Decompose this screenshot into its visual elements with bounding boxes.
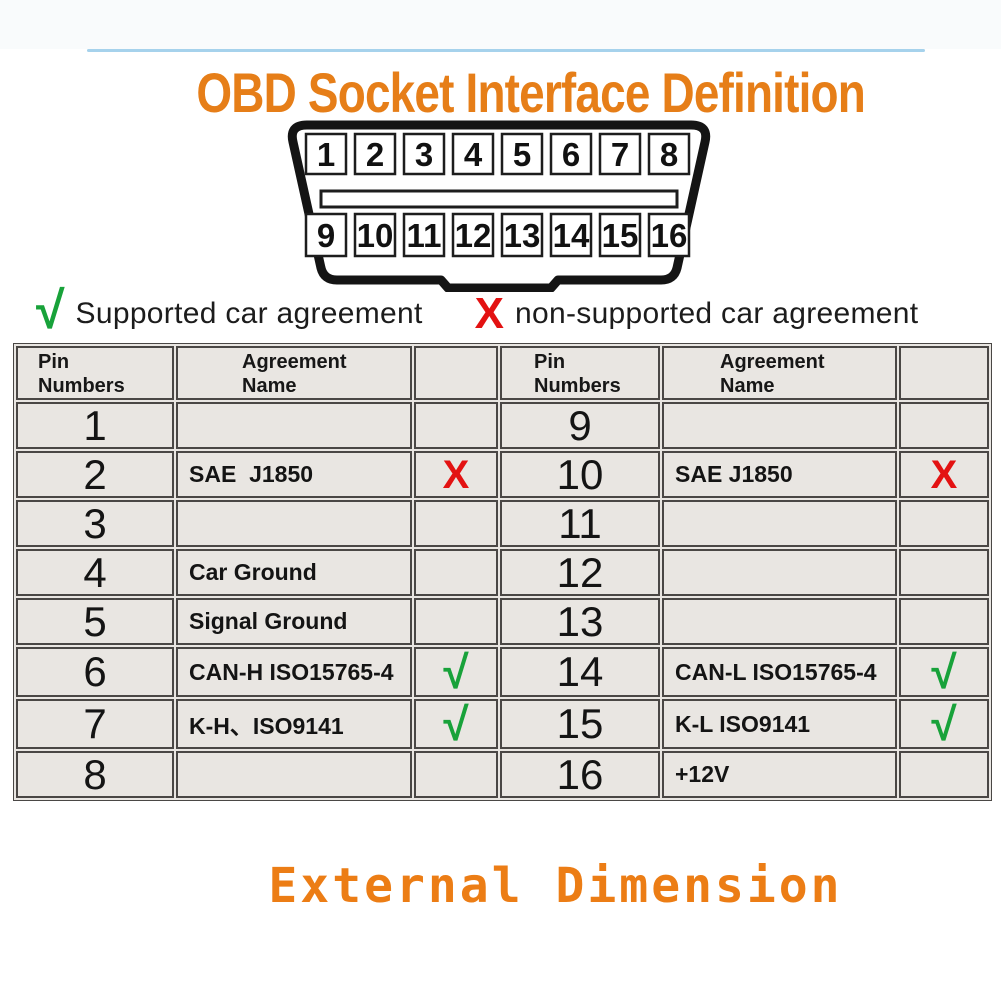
status-cell [414, 500, 498, 547]
agreement-cell: SAE J1850 [662, 451, 897, 498]
table-row: 1 9 [16, 402, 989, 449]
pin-cell: 10 [500, 451, 660, 498]
pin-cell: 1 [16, 402, 174, 449]
top-divider-line [87, 49, 925, 52]
status-cell [899, 402, 989, 449]
pin-label: 6 [562, 136, 580, 173]
agreement-cell: CAN-L ISO15765-4 [662, 647, 897, 697]
pin-label: 15 [602, 217, 639, 254]
pin-row-bottom: 9 10 11 12 13 14 15 16 [304, 212, 691, 258]
table-row: 8 16 +12V [16, 751, 989, 798]
status-cell [899, 549, 989, 596]
pin-cell: 11 [500, 500, 660, 547]
agreement-cell [662, 500, 897, 547]
x-icon: X [474, 289, 505, 338]
pin-cell: 7 [16, 699, 174, 749]
status-cell [414, 751, 498, 798]
table-row: 3 11 [16, 500, 989, 547]
agreement-cell [176, 751, 412, 798]
pin-label: 13 [504, 217, 541, 254]
pin-label: 1 [317, 136, 335, 173]
check-icon: √ [36, 282, 65, 340]
status-cell: X [899, 451, 989, 498]
page-title: OBD Socket Interface Definition [0, 60, 1001, 125]
status-cell [414, 402, 498, 449]
pin-cell: 13 [500, 598, 660, 645]
section-title-external-dimension: External Dimension [0, 858, 1001, 914]
status-cell: X [414, 451, 498, 498]
pin-label: 8 [660, 136, 678, 173]
pin-label: 5 [513, 136, 531, 173]
agreement-cell: Car Ground [176, 549, 412, 596]
agreement-cell [662, 402, 897, 449]
agreement-cell: SAE J1850 [176, 451, 412, 498]
pin-label: 12 [455, 217, 492, 254]
pin-label: 14 [553, 217, 590, 254]
legend-unsupported: X non-supported car agreement [475, 292, 919, 336]
pin-label: 11 [407, 217, 442, 254]
pin-label: 9 [317, 217, 335, 254]
status-cell [899, 598, 989, 645]
pin-cell: 2 [16, 451, 174, 498]
obd-connector-svg: 1 2 3 4 5 6 7 8 9 10 11 12 13 14 15 16 [287, 120, 711, 293]
table-row: 2 SAE J1850 X 10 SAE J1850 X [16, 451, 989, 498]
agreement-cell: K-H、ISO9141 [176, 699, 412, 749]
agreement-cell: CAN-H ISO15765-4 [176, 647, 412, 697]
pin-cell: 14 [500, 647, 660, 697]
connector-slot [319, 189, 679, 209]
pin-cell: 8 [16, 751, 174, 798]
legend-supported: √ Supported car agreement [36, 285, 423, 337]
agreement-cell [662, 598, 897, 645]
status-cell [414, 598, 498, 645]
pin-label: 7 [611, 136, 629, 173]
section-title-text: External Dimension [268, 858, 843, 914]
pin-cell: 6 [16, 647, 174, 697]
table-row: 4 Car Ground 12 [16, 549, 989, 596]
table-row: 7 K-H、ISO9141 √ 15 K-L ISO9141 √ [16, 699, 989, 749]
pin-row-top: 1 2 3 4 5 6 7 8 [304, 132, 691, 176]
pin-label: 16 [651, 217, 688, 254]
agreement-cell [176, 402, 412, 449]
pin-label: 2 [366, 136, 384, 173]
pin-label: 3 [415, 136, 433, 173]
pin-cell: 5 [16, 598, 174, 645]
pin-cell: 4 [16, 549, 174, 596]
legend-unsupported-label: non-supported car agreement [515, 297, 919, 330]
status-cell [899, 500, 989, 547]
status-cell [899, 751, 989, 798]
page-title-text: OBD Socket Interface Definition [196, 61, 865, 124]
agreement-cell: K-L ISO9141 [662, 699, 897, 749]
status-cell: √ [899, 647, 989, 697]
table-row: 5 Signal Ground 13 [16, 598, 989, 645]
legend: √ Supported car agreement X non-supporte… [36, 285, 996, 338]
legend-supported-label: Supported car agreement [75, 297, 423, 330]
agreement-cell [176, 500, 412, 547]
status-cell: √ [414, 647, 498, 697]
header-status-left [414, 346, 498, 400]
status-cell: √ [899, 699, 989, 749]
pin-label: 4 [464, 136, 483, 173]
top-band [0, 0, 1001, 49]
agreement-cell: Signal Ground [176, 598, 412, 645]
header-status-right [899, 346, 989, 400]
pin-cell: 16 [500, 751, 660, 798]
agreement-cell: +12V [662, 751, 897, 798]
pin-cell: 9 [500, 402, 660, 449]
agreement-cell [662, 549, 897, 596]
pin-cell: 15 [500, 699, 660, 749]
table-row: 6 CAN-H ISO15765-4 √ 14 CAN-L ISO15765-4… [16, 647, 989, 697]
obd-connector-diagram: 1 2 3 4 5 6 7 8 9 10 11 12 13 14 15 16 [281, 118, 719, 293]
pin-label: 10 [357, 217, 394, 254]
pin-cell: 12 [500, 549, 660, 596]
pin-cell: 3 [16, 500, 174, 547]
status-cell: √ [414, 699, 498, 749]
status-cell [414, 549, 498, 596]
